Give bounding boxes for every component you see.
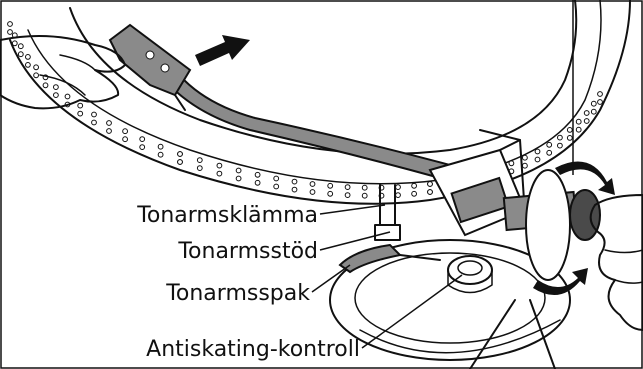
strobe-dot xyxy=(78,111,83,116)
strobe-dot xyxy=(523,163,528,168)
callout-lines xyxy=(312,205,462,348)
strobe-dot xyxy=(598,100,603,105)
strobe-dot xyxy=(396,185,401,190)
strobe-dot xyxy=(292,179,297,184)
strobe-dot xyxy=(345,193,350,198)
strobe-dot xyxy=(78,103,83,108)
strobe-dot xyxy=(236,176,241,181)
strobe-dot xyxy=(18,52,23,57)
strobe-dot xyxy=(567,127,572,132)
strobe-dot xyxy=(123,129,128,134)
antiskating-knob xyxy=(448,256,492,293)
strobe-dot xyxy=(274,184,279,189)
strobe-dot xyxy=(558,143,563,148)
strobe-dot xyxy=(412,191,417,196)
strobe-dot xyxy=(34,73,39,78)
label-antiskating: Antiskating-kontroll xyxy=(146,337,360,362)
strobe-dot xyxy=(178,152,183,157)
label-arm-lever: Tonarmsspak xyxy=(165,281,310,306)
strobe-dot xyxy=(12,41,17,46)
strobe-dot xyxy=(523,155,528,160)
strobe-dot xyxy=(509,161,514,166)
strobe-dot xyxy=(584,111,589,116)
strobe-dot xyxy=(547,142,552,147)
strobe-dot xyxy=(547,150,552,155)
strobe-dot xyxy=(576,127,581,132)
strobe-dot xyxy=(92,112,97,117)
strobe-dot xyxy=(584,119,589,124)
strobe-dot xyxy=(158,152,163,157)
strobe-dot xyxy=(396,193,401,198)
platter xyxy=(10,0,630,204)
strobe-dots xyxy=(8,22,603,199)
strobe-dot xyxy=(567,136,572,141)
strobe-dot xyxy=(576,119,581,124)
strobe-dot xyxy=(345,185,350,190)
strobe-dot xyxy=(26,55,31,60)
arm-lever xyxy=(340,245,440,272)
strobe-dot xyxy=(18,44,23,49)
strobe-dot xyxy=(217,171,222,176)
strobe-dot xyxy=(178,160,183,165)
strobe-dot xyxy=(310,182,315,187)
strobe-dot xyxy=(274,176,279,181)
label-arm-clamp: Tonarmsklämma xyxy=(136,203,318,228)
strobe-dot xyxy=(362,185,367,190)
strobe-dot xyxy=(140,137,145,142)
strobe-dot xyxy=(54,85,59,90)
strobe-dot xyxy=(328,191,333,196)
strobe-dot xyxy=(197,166,202,171)
strobe-dot xyxy=(255,172,260,177)
label-arm-rest: Tonarmsstöd xyxy=(177,239,318,264)
strobe-dot xyxy=(535,149,540,154)
strobe-dot xyxy=(310,190,315,195)
strobe-dot xyxy=(292,187,297,192)
strobe-dot xyxy=(8,22,13,27)
strobe-dot xyxy=(158,144,163,149)
strobe-dot xyxy=(428,182,433,187)
strobe-dot xyxy=(428,190,433,195)
strobe-dot xyxy=(140,145,145,150)
direction-arrow xyxy=(195,35,250,66)
strobe-dot xyxy=(123,137,128,142)
strobe-dot xyxy=(34,65,39,70)
strobe-dot xyxy=(217,163,222,168)
strobe-dot xyxy=(362,193,367,198)
strobe-dot xyxy=(598,92,603,97)
strobe-dot xyxy=(591,101,596,106)
strobe-dot xyxy=(558,135,563,140)
strobe-dot xyxy=(65,94,70,99)
strobe-dot xyxy=(107,121,112,126)
strobe-dot xyxy=(255,180,260,185)
strobe-dot xyxy=(43,83,48,88)
strobe-dot xyxy=(591,109,596,114)
strobe-dot xyxy=(54,93,59,98)
strobe-dot xyxy=(412,183,417,188)
strobe-dot xyxy=(107,129,112,134)
strobe-dot xyxy=(26,63,31,68)
strobe-dot xyxy=(328,183,333,188)
strobe-dot xyxy=(197,158,202,163)
counterweight xyxy=(504,170,600,280)
strobe-dot xyxy=(236,168,241,173)
strobe-dot xyxy=(535,157,540,162)
strobe-dot xyxy=(8,30,13,35)
strobe-dot xyxy=(92,120,97,125)
